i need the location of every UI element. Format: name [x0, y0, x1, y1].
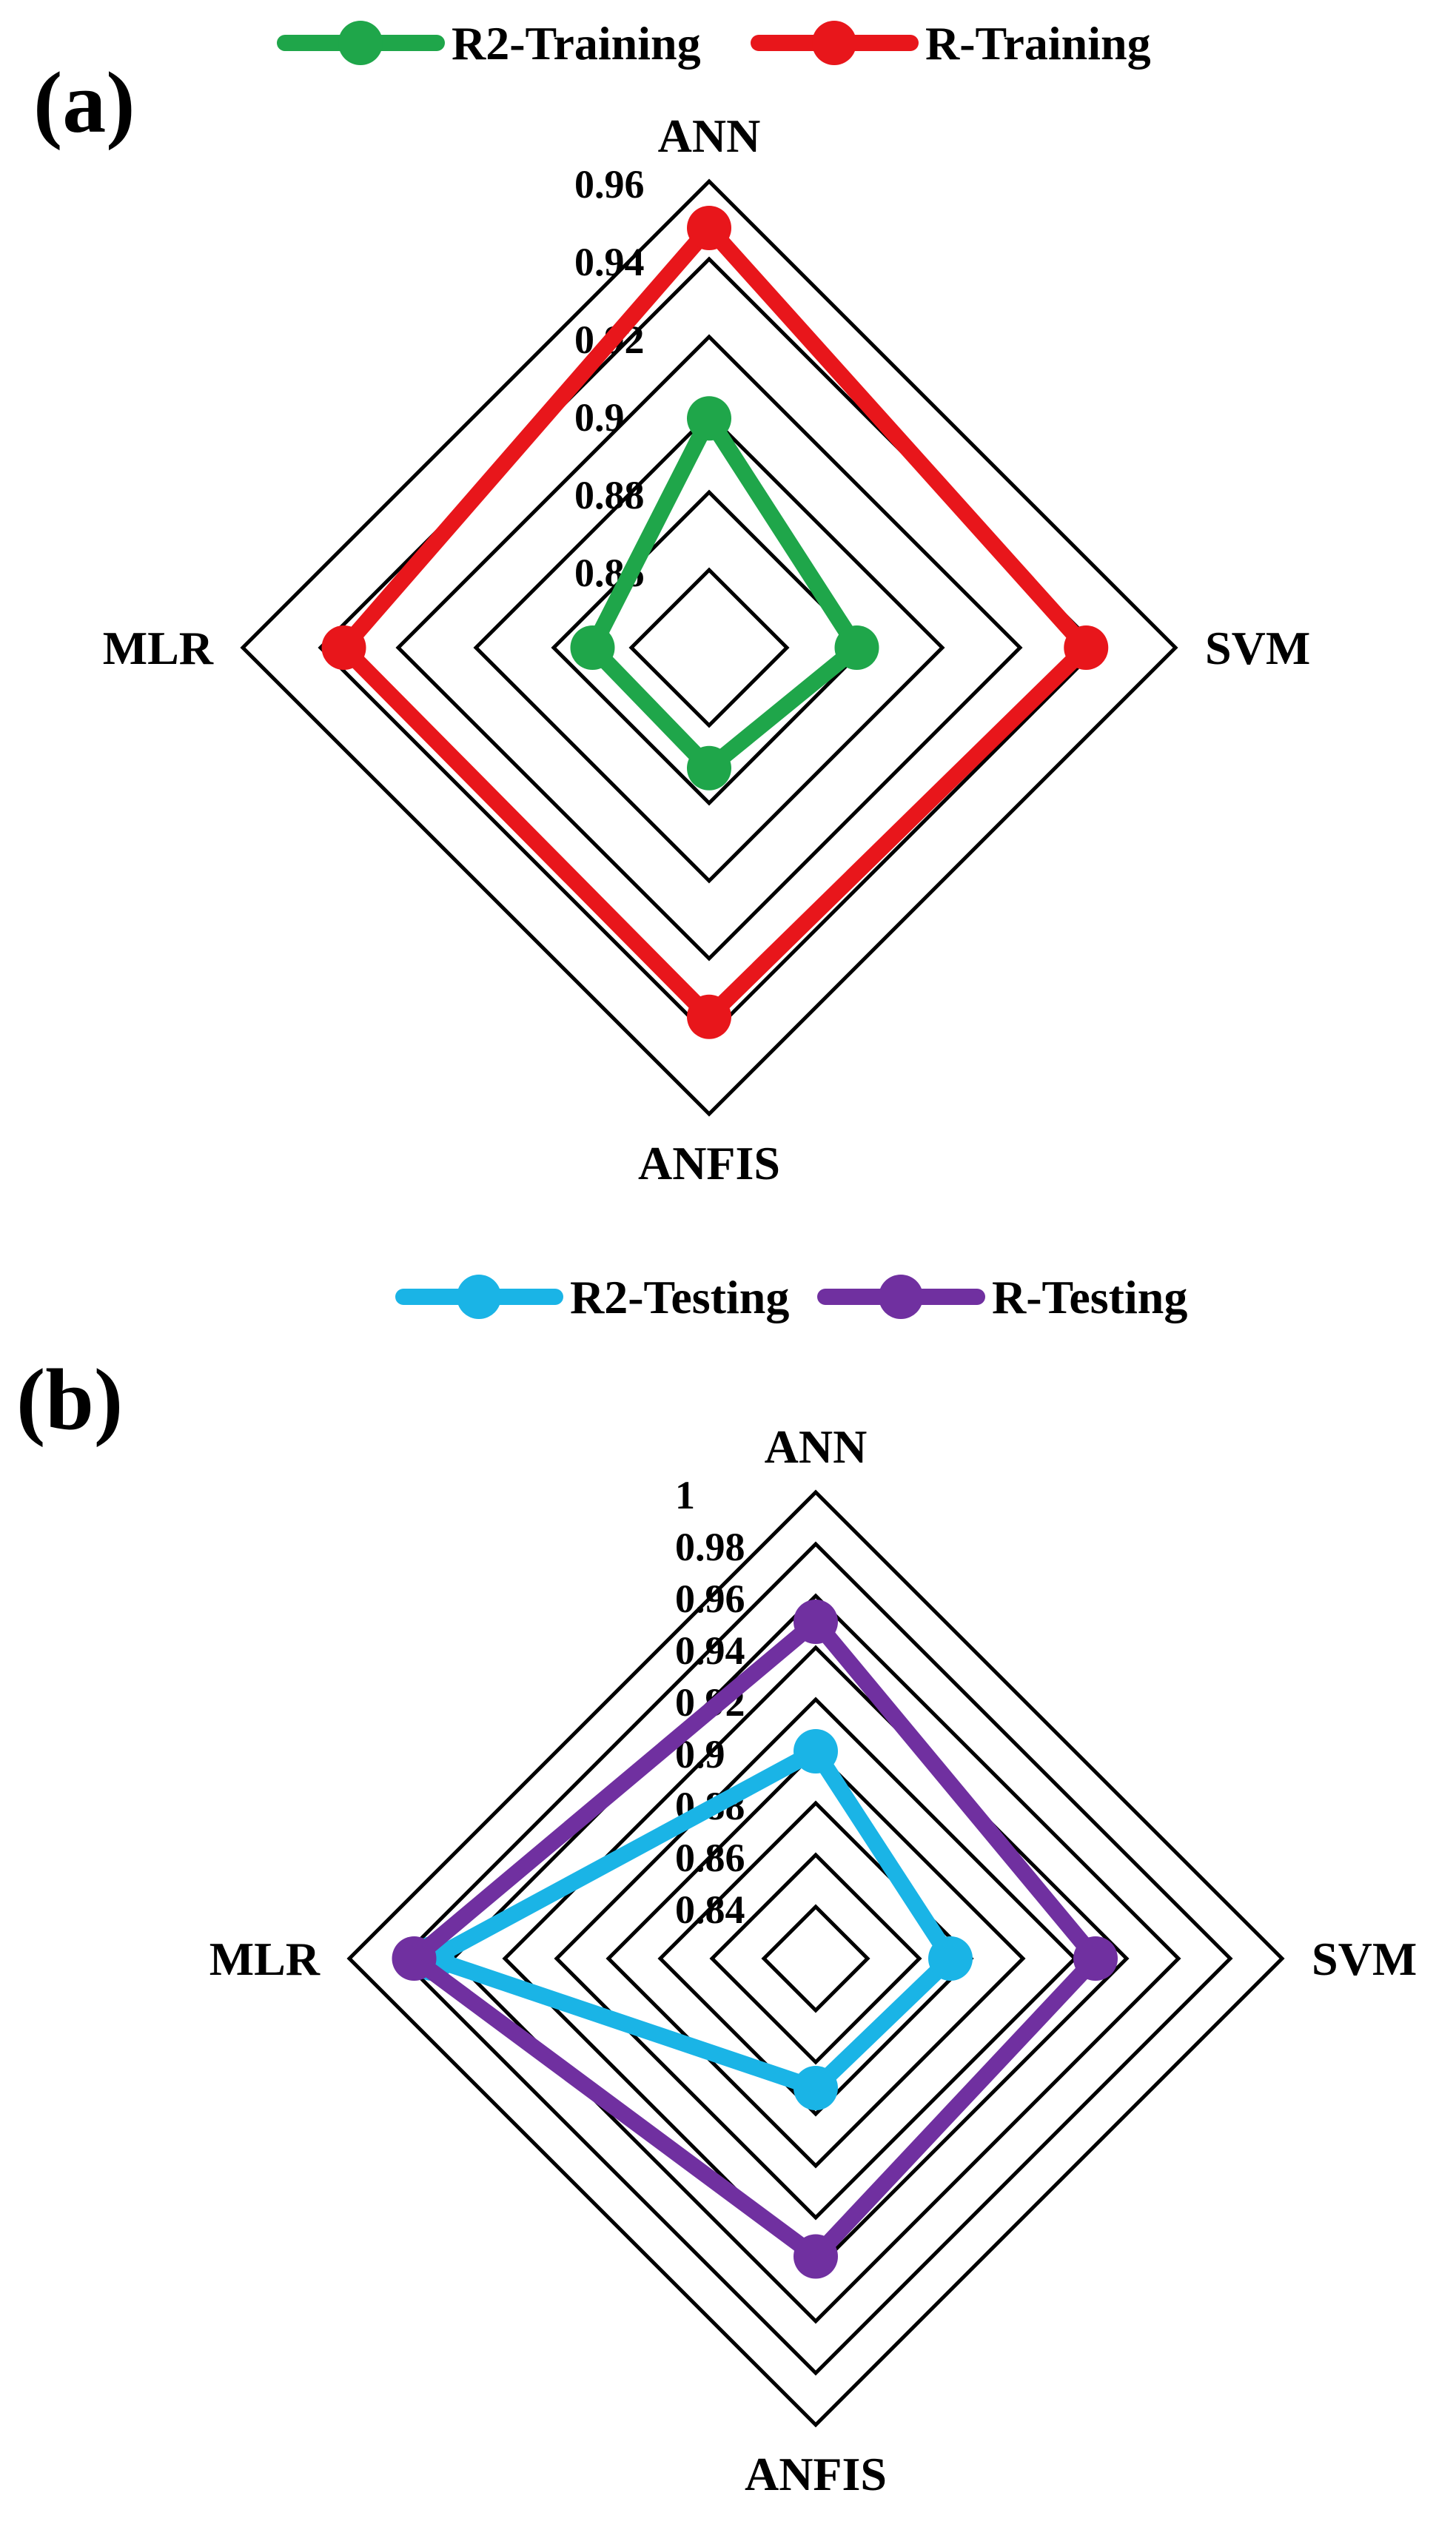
data-point	[321, 625, 366, 670]
grid-ring	[761, 1904, 870, 2013]
grid-ring	[318, 256, 1101, 1039]
tick-label: 0.96	[574, 162, 645, 207]
tick-label: 0.94	[675, 1628, 745, 1673]
grid-ring	[473, 412, 945, 884]
grid-ring	[551, 489, 868, 806]
category-label-anfis: ANFIS	[638, 1137, 780, 1189]
radar-grid	[240, 178, 1178, 1117]
grid-ring	[346, 1489, 1285, 2428]
radar-chart-b: R2-Testing R-Testing (b) 0.840.860.880.9…	[16, 1271, 1417, 2500]
legend: R2-Training R-Training	[277, 17, 1151, 70]
legend-label: R2-Training	[452, 17, 701, 70]
category-label-svm: SVM	[1312, 1933, 1417, 1985]
tick-label: 0.94	[574, 240, 645, 284]
grid-ring	[709, 1852, 922, 2065]
grid-ring	[628, 567, 790, 728]
tick-label: 0.84	[675, 1887, 745, 1932]
data-point	[794, 1600, 838, 1644]
legend-label: R-Training	[925, 17, 1151, 70]
legend-item: R-Training	[751, 17, 1151, 70]
category-label-mlr: MLR	[103, 622, 214, 674]
data-point	[687, 206, 731, 250]
legend-item: R-Testing	[817, 1271, 1187, 1323]
data-point	[794, 2234, 838, 2279]
panel-label: (a)	[33, 54, 135, 151]
series-line	[406, 1614, 1104, 2265]
legend-item: R2-Testing	[395, 1271, 789, 1323]
category-label-ann: ANN	[658, 110, 761, 162]
grid-ring	[398, 1541, 1233, 2376]
data-point	[392, 1936, 437, 1981]
tick-label: 0.9	[574, 395, 625, 440]
data-point	[687, 994, 731, 1039]
tick-label: 0.96	[675, 1577, 745, 1621]
tick-label: 1	[675, 1473, 695, 1517]
data-point	[794, 1729, 838, 1773]
data-point	[687, 396, 731, 441]
grid-ring	[605, 1748, 1026, 2169]
legend-label: R2-Testing	[570, 1271, 789, 1323]
category-label-mlr: MLR	[209, 1933, 321, 1985]
data-series	[392, 1600, 1118, 2279]
series-line	[335, 220, 1095, 1025]
data-point	[928, 1936, 973, 1981]
panel-label: (b)	[16, 1351, 123, 1448]
axis-category-labels: ANN SVM ANFIS MLR	[209, 1420, 1418, 2500]
axis-category-labels: ANN SVM ANFIS MLR	[103, 110, 1311, 1189]
legend-item: R2-Training	[277, 17, 701, 70]
data-series	[321, 206, 1109, 1039]
tick-label: 0.86	[675, 1836, 745, 1880]
radar-chart-a: R2-Training R-Training (a) 0.860.880.90.…	[33, 17, 1310, 1189]
data-point	[570, 625, 615, 670]
tick-label: 0.88	[574, 473, 645, 517]
grid-ring	[554, 1697, 1078, 2221]
category-label-ann: ANN	[765, 1420, 868, 1473]
data-point	[1064, 625, 1109, 670]
data-point	[687, 745, 731, 791]
tick-label: 0.98	[675, 1525, 745, 1569]
data-point	[794, 2066, 838, 2110]
data-point	[834, 625, 879, 670]
data-point	[1073, 1936, 1118, 1981]
legend-label: R-Testing	[992, 1271, 1187, 1323]
category-label-anfis: ANFIS	[745, 2448, 887, 2500]
category-label-svm: SVM	[1205, 622, 1310, 674]
legend: R2-Testing R-Testing	[395, 1271, 1187, 1323]
grid-ring	[450, 1593, 1181, 2324]
grid-ring	[395, 334, 1023, 962]
grid-ring	[240, 178, 1178, 1117]
